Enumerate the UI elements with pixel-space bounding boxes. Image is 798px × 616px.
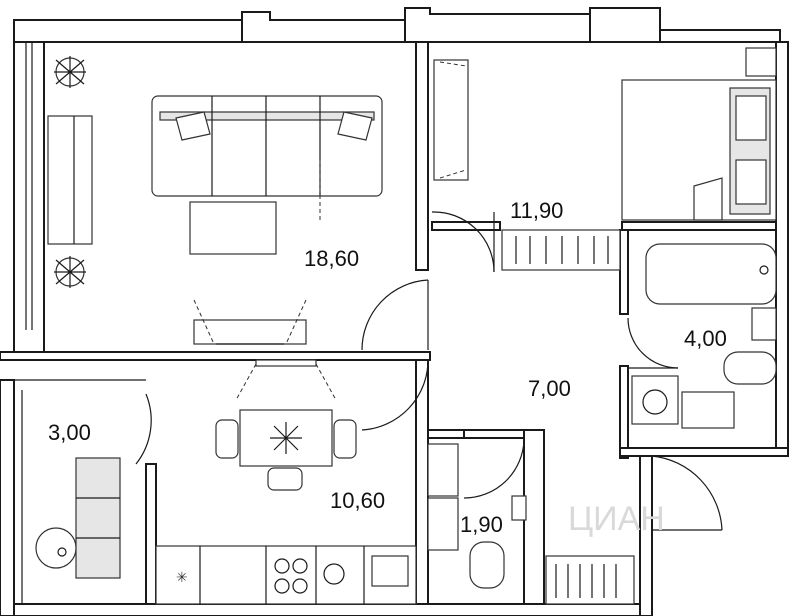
- area-label-hall: 7,00: [528, 376, 571, 401]
- door-balcony: [135, 393, 152, 465]
- door-wc: [463, 439, 525, 499]
- nightstand: [745, 47, 777, 77]
- area-label-balcony: 3,00: [48, 420, 91, 445]
- bath-wall-south: [619, 447, 789, 457]
- door-bedroom: [431, 211, 495, 273]
- west-wall-window: [13, 41, 45, 353]
- living-furniture: [47, 56, 469, 345]
- kitchen-sink: [371, 555, 409, 587]
- stove-icon: [274, 558, 308, 594]
- sink: [751, 307, 777, 341]
- chair: [333, 419, 357, 459]
- bed-blanket-fold: [693, 177, 723, 221]
- walls: [0, 7, 789, 616]
- pillow: [735, 95, 767, 141]
- tv-stand: [193, 319, 307, 345]
- tall-cabinet: [427, 497, 459, 551]
- cushion-right: [337, 111, 373, 141]
- room-labels: 18,60 11,90 7,00 4,00 3,00 10,60 1,90: [48, 198, 727, 537]
- wc-wall-east: [523, 429, 545, 605]
- cabinet: [681, 391, 735, 429]
- entrance-wall: [639, 455, 653, 616]
- balcony-furniture: [21, 390, 121, 604]
- outer-wall-north-pillar: [589, 7, 661, 43]
- plant-icon: [54, 56, 86, 88]
- area-label-living: 18,60: [304, 246, 359, 271]
- living-kitchen-wall: [0, 351, 431, 361]
- bedroom-wall-1: [431, 221, 501, 231]
- living-bedroom-wall: [415, 41, 429, 271]
- balcony-kitchen-wall: [145, 463, 157, 616]
- outer-wall-north-1: [241, 11, 406, 43]
- cushion-left: [175, 111, 211, 141]
- bath-wall-west-2: [619, 365, 629, 459]
- plant-icon: [54, 256, 86, 288]
- wall-unit: [433, 59, 469, 181]
- watermark: ЦИАН: [568, 500, 665, 538]
- kitchen-furniture: ✳: [155, 359, 459, 605]
- round-table: [35, 527, 77, 569]
- door-living: [361, 279, 429, 351]
- door-kitchen: [361, 359, 429, 431]
- wardrobe-living: [47, 115, 93, 245]
- area-label-wc: 1,90: [460, 512, 503, 537]
- area-label-bathroom: 4,00: [684, 326, 727, 351]
- plant-icon: [270, 422, 302, 454]
- bowl-icon: [323, 563, 345, 585]
- sofa: [151, 95, 383, 197]
- outer-wall-south: [13, 603, 641, 616]
- door-entrance: [651, 455, 723, 531]
- pillow: [735, 159, 767, 205]
- dining-table: [239, 409, 333, 467]
- area-label-kitchen: 10,60: [330, 488, 385, 513]
- doors: [135, 211, 723, 531]
- sofa-back: [159, 111, 375, 121]
- wc-toilet: [469, 541, 505, 589]
- washing-machine: [631, 375, 679, 425]
- coffee-table: [189, 201, 277, 255]
- wc-wall-top: [423, 429, 465, 439]
- area-label-bedroom: 11,90: [510, 198, 563, 223]
- bedroom-furniture: [501, 47, 777, 271]
- balcony-wall-west: [0, 379, 15, 616]
- bedroom-wall-2: [621, 221, 777, 231]
- door-bath: [627, 317, 679, 369]
- wc-wall-top-2: [463, 429, 525, 439]
- fridge-snowflake-icon: ✳: [176, 570, 188, 586]
- wc-sink: [511, 495, 527, 521]
- outer-wall-north-2: [404, 7, 591, 43]
- entrance-wardrobe: [545, 555, 635, 605]
- tall-cabinet: [427, 443, 459, 497]
- balcony-sofa: [75, 457, 121, 579]
- chair: [267, 467, 303, 491]
- outer-wall-north-3: [659, 29, 781, 43]
- toilet: [723, 351, 777, 385]
- pendant-lamp: [255, 359, 317, 367]
- bath-wall-west: [619, 229, 629, 315]
- bathroom-furniture: [631, 243, 777, 429]
- chair: [215, 419, 239, 459]
- wc-furniture: [469, 495, 635, 605]
- bathtub: [645, 243, 777, 305]
- wardrobe-bedroom: [501, 229, 621, 271]
- outer-wall-east: [775, 41, 789, 457]
